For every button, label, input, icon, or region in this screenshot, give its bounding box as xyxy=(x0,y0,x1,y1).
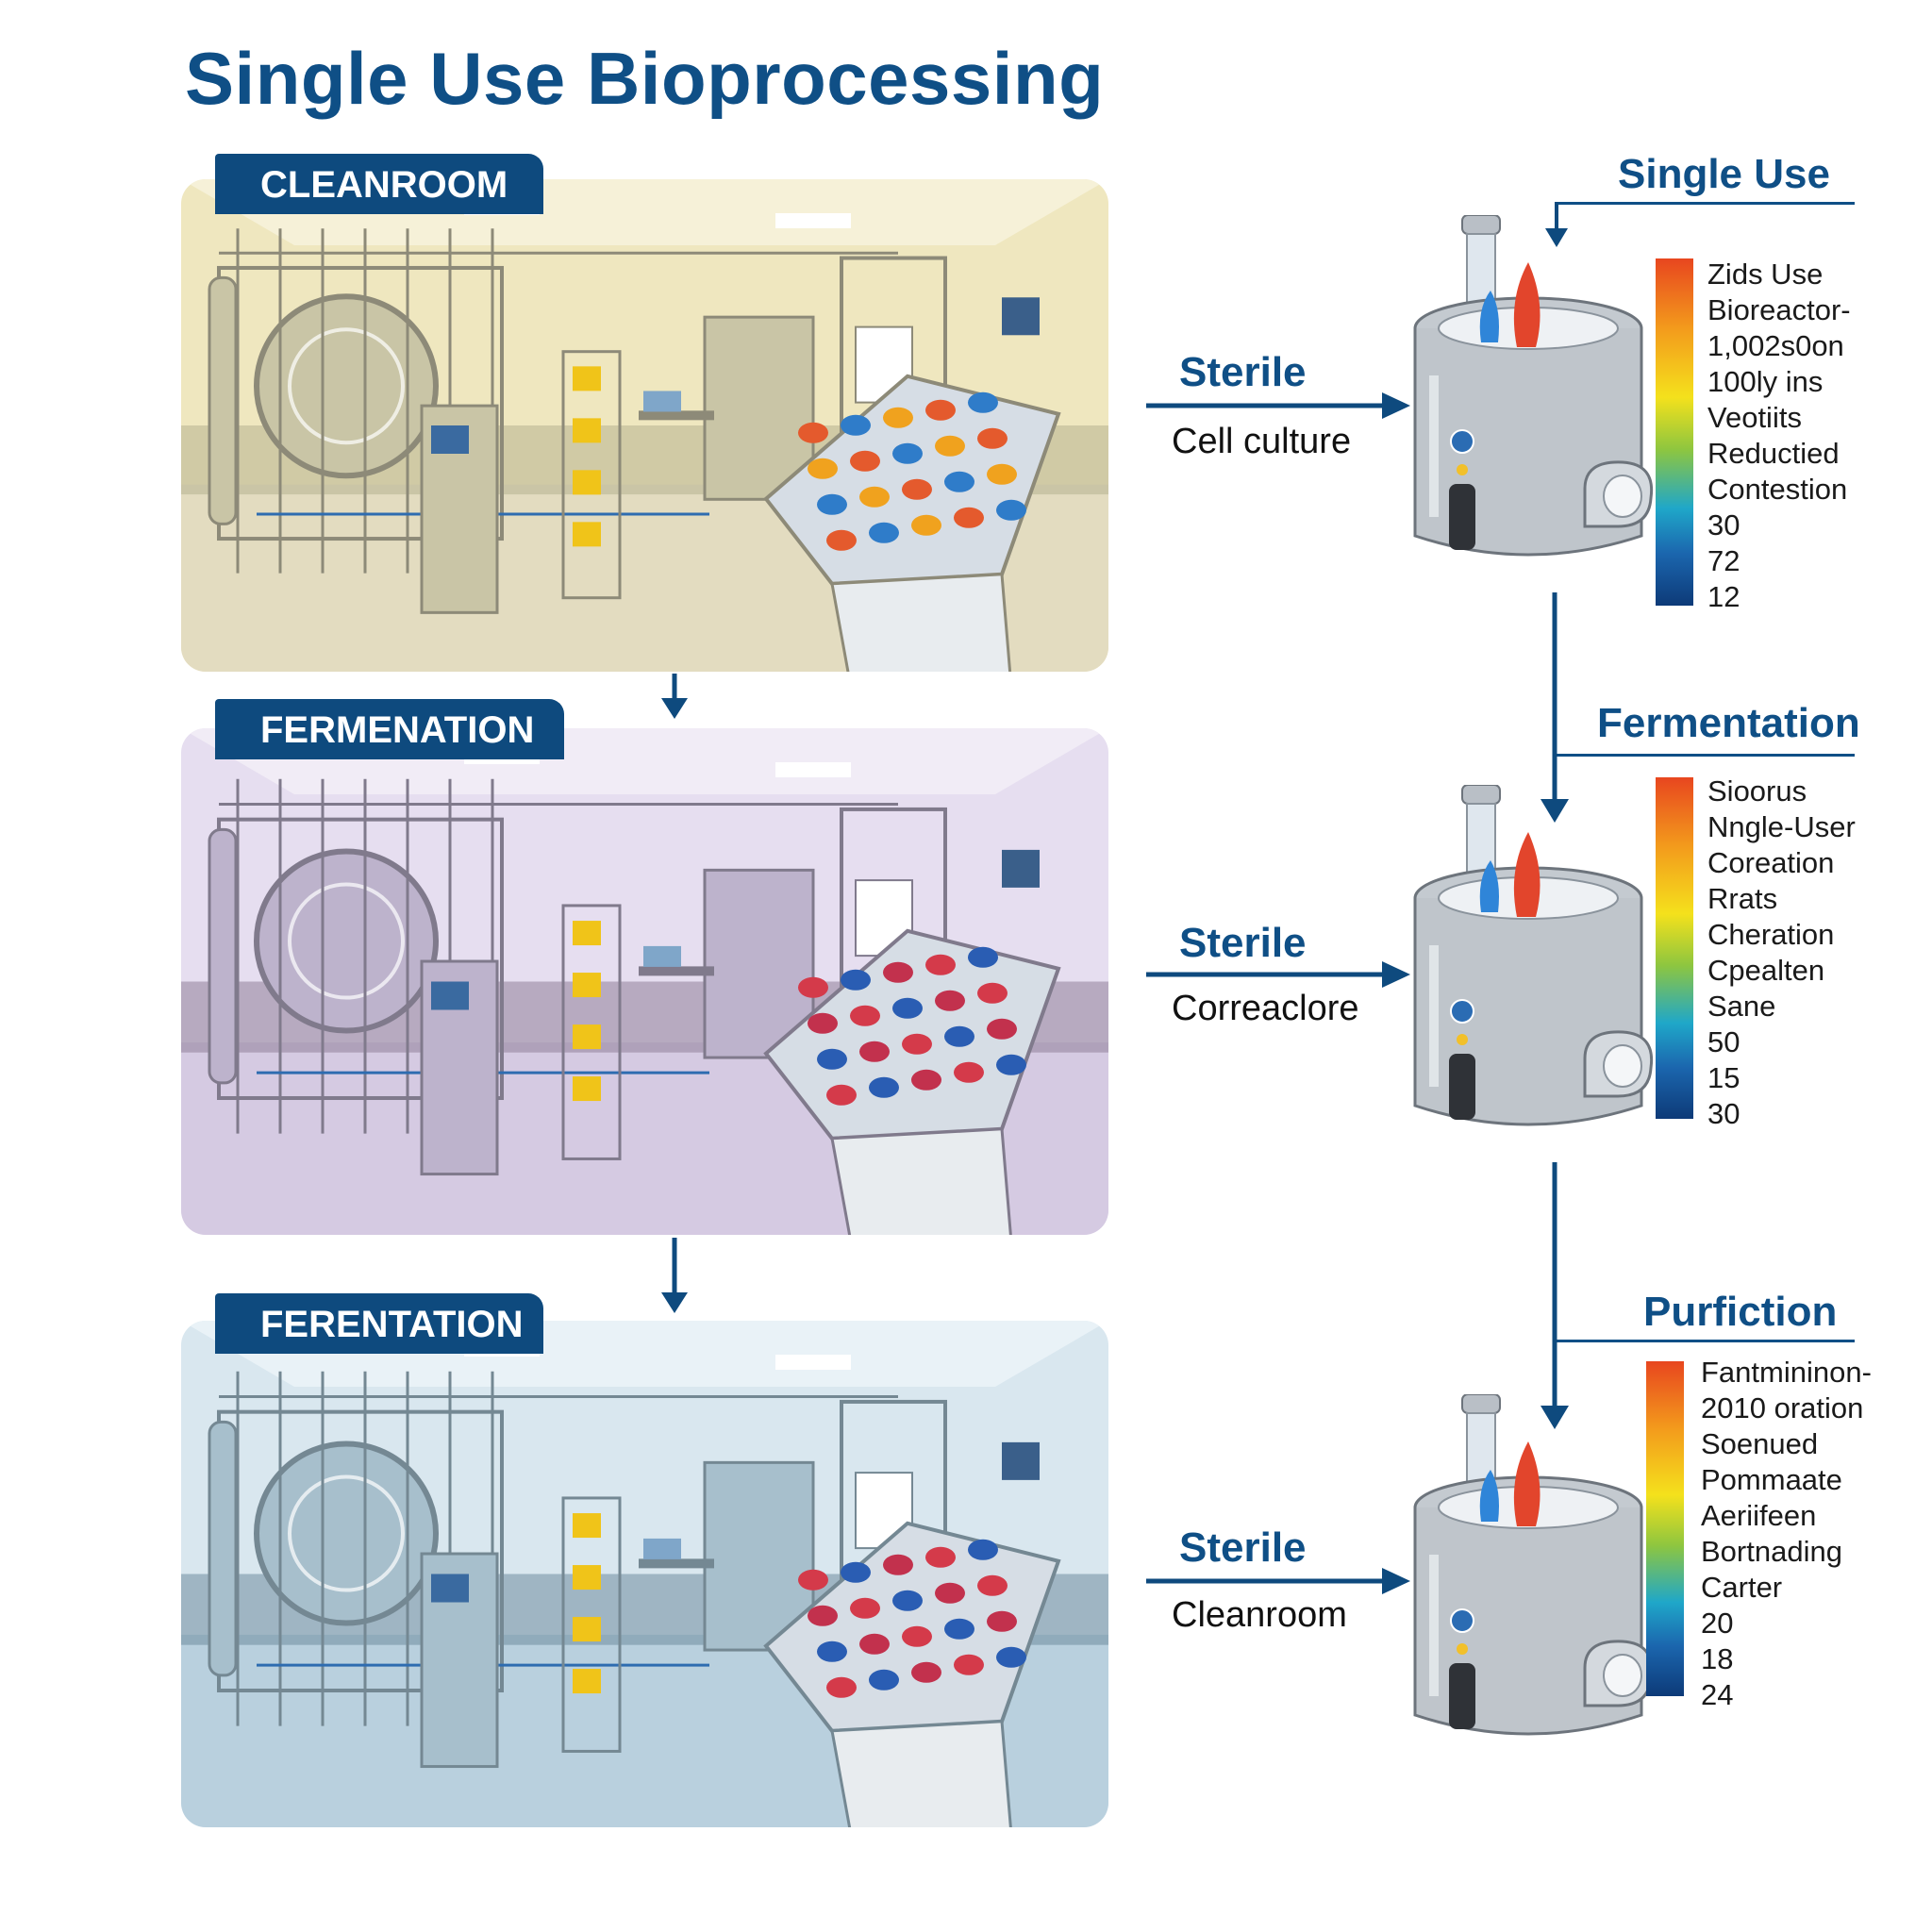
legend-item: 18 xyxy=(1701,1642,1734,1675)
bioreactor-icon xyxy=(1413,215,1654,557)
legend-item: 100ly ins xyxy=(1707,365,1824,398)
legend-item: 24 xyxy=(1701,1678,1734,1711)
flow-subtitle: Cleanroom xyxy=(1172,1595,1347,1635)
down-arrow-icon xyxy=(1541,592,1569,823)
bioreactor-icon xyxy=(1413,1394,1654,1736)
legend-item: 1,002s0on xyxy=(1707,329,1844,362)
page-title: Single Use Bioprocessing xyxy=(185,37,1105,120)
stage-heading: Fermentation xyxy=(1597,700,1860,746)
bioreactor-icon xyxy=(1413,785,1654,1126)
flow-subtitle: Correaclore xyxy=(1172,989,1359,1028)
stage-heading: Purfiction xyxy=(1643,1289,1838,1335)
legend-item: Zids Use xyxy=(1707,258,1824,291)
room-tab: CLEANROOM xyxy=(215,154,543,214)
legend-item: 12 xyxy=(1707,580,1740,613)
stage-heading-rule xyxy=(1555,754,1855,757)
down-arrow-icon xyxy=(1541,1162,1569,1429)
legend-item: 30 xyxy=(1707,1097,1740,1130)
right-arrow-icon xyxy=(1146,961,1410,988)
legend-item: Aeriifeen xyxy=(1701,1499,1817,1532)
cleanroom-photo xyxy=(181,728,1108,1235)
down-arrow-icon xyxy=(661,1238,688,1313)
flow-title: Sterile xyxy=(1179,920,1307,966)
cleanroom-photo xyxy=(181,1321,1108,1827)
legend-item: 30 xyxy=(1707,508,1740,541)
right-arrow-icon xyxy=(1146,392,1410,419)
legend-item: 20 xyxy=(1701,1607,1734,1640)
legend-item: Soenued xyxy=(1701,1427,1819,1460)
stage-heading-rule xyxy=(1555,1340,1855,1342)
legend-item: Cpealten xyxy=(1707,954,1825,987)
legend-item: Pommaate xyxy=(1701,1463,1842,1496)
legend-item: 15 xyxy=(1707,1061,1740,1094)
legend-color-bar xyxy=(1656,258,1693,606)
legend-color-bar xyxy=(1646,1361,1684,1696)
legend-item: Sioorus xyxy=(1707,774,1807,808)
legend-item: Bortnading xyxy=(1701,1535,1842,1568)
legend-item: 2010 oration xyxy=(1701,1391,1864,1424)
legend-item: 72 xyxy=(1707,544,1740,577)
legend-item: Nngle-User xyxy=(1707,810,1856,843)
legend-item: Contestion xyxy=(1707,473,1848,506)
legend-item: Bioreactor- xyxy=(1707,293,1851,326)
flow-subtitle: Cell culture xyxy=(1172,422,1352,461)
down-arrow-icon xyxy=(1545,202,1568,247)
flow-title: Sterile xyxy=(1179,349,1307,395)
legend-color-bar xyxy=(1656,777,1693,1119)
legend-item: Coreation xyxy=(1707,846,1835,879)
legend-item: Rrats xyxy=(1707,882,1778,915)
flow-title: Sterile xyxy=(1179,1524,1307,1571)
stage-heading: Single Use xyxy=(1618,151,1830,197)
legend-item: Cheration xyxy=(1707,918,1835,951)
room-tab: FERENTATION xyxy=(215,1293,543,1354)
legend-item: 50 xyxy=(1707,1025,1740,1058)
legend-item: Fantmininon- xyxy=(1701,1356,1872,1389)
legend-item: Veotiits xyxy=(1707,401,1802,434)
legend-item: Sane xyxy=(1707,990,1776,1023)
room-tab: FERMENATION xyxy=(215,699,564,759)
down-arrow-icon xyxy=(661,674,688,719)
right-arrow-icon xyxy=(1146,1568,1410,1594)
cleanroom-photo xyxy=(181,179,1108,672)
stage-heading-rule xyxy=(1555,202,1855,205)
legend-item: Reductied xyxy=(1707,437,1840,470)
legend-item: Carter xyxy=(1701,1571,1783,1604)
